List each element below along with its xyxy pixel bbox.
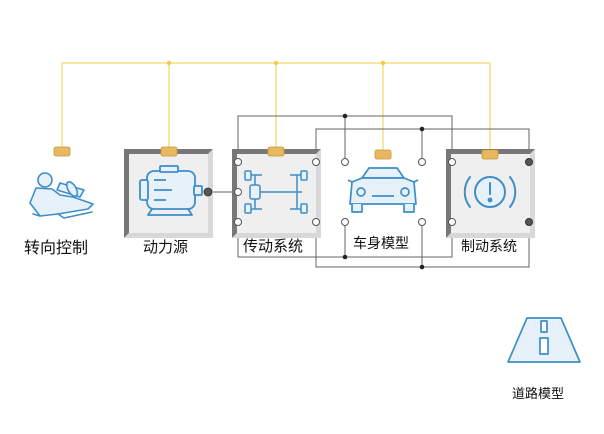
road-model-label: 道路模型 <box>512 387 565 402</box>
motor-icon <box>139 165 203 216</box>
wire-junction <box>419 264 425 270</box>
port[interactable] <box>312 158 320 166</box>
wire-junction <box>419 126 425 132</box>
signal-bus <box>61 62 491 150</box>
wire-junctions <box>342 113 425 270</box>
connector-port[interactable] <box>267 146 285 157</box>
power-source-block[interactable] <box>124 146 213 238</box>
port[interactable] <box>234 188 242 196</box>
wire-junction <box>342 113 348 119</box>
port[interactable] <box>448 218 456 226</box>
steering-control-label: 转向控制 <box>24 238 89 257</box>
port[interactable] <box>525 158 533 166</box>
port[interactable] <box>312 218 320 226</box>
connector-port[interactable] <box>160 146 178 157</box>
vehicle-body-block[interactable] <box>341 149 426 226</box>
port[interactable] <box>341 158 349 166</box>
steering-control-block[interactable] <box>29 146 94 219</box>
car-front-icon <box>347 167 419 213</box>
transmission-label: 传动系统 <box>243 237 304 255</box>
transmission-block[interactable] <box>232 146 321 238</box>
port[interactable] <box>448 158 456 166</box>
brake-system-block[interactable] <box>446 149 535 238</box>
bus-junction <box>273 60 279 66</box>
port[interactable] <box>418 158 426 166</box>
chassis-icon <box>244 170 308 214</box>
driver-steering-icon <box>29 172 94 219</box>
brake-system-label: 制动系统 <box>461 239 517 255</box>
connector-port[interactable] <box>374 149 392 160</box>
port[interactable] <box>234 158 242 166</box>
bus-junction <box>380 60 386 66</box>
brake-warning-icon <box>463 176 517 208</box>
block-panel <box>232 149 321 238</box>
power-source-label: 动力源 <box>143 238 189 256</box>
output-port[interactable] <box>203 187 213 197</box>
bus-junction <box>166 60 172 66</box>
vehicle-body-label: 车身模型 <box>353 236 409 252</box>
connector-port[interactable] <box>53 146 71 157</box>
port[interactable] <box>418 218 426 226</box>
port[interactable] <box>525 218 533 226</box>
signal-bus-junctions <box>166 60 386 66</box>
road-icon <box>507 317 581 363</box>
port[interactable] <box>341 218 349 226</box>
port[interactable] <box>234 218 242 226</box>
connector-port[interactable] <box>481 149 499 160</box>
road-model-block[interactable] <box>507 317 581 363</box>
wire-junction <box>342 254 348 260</box>
